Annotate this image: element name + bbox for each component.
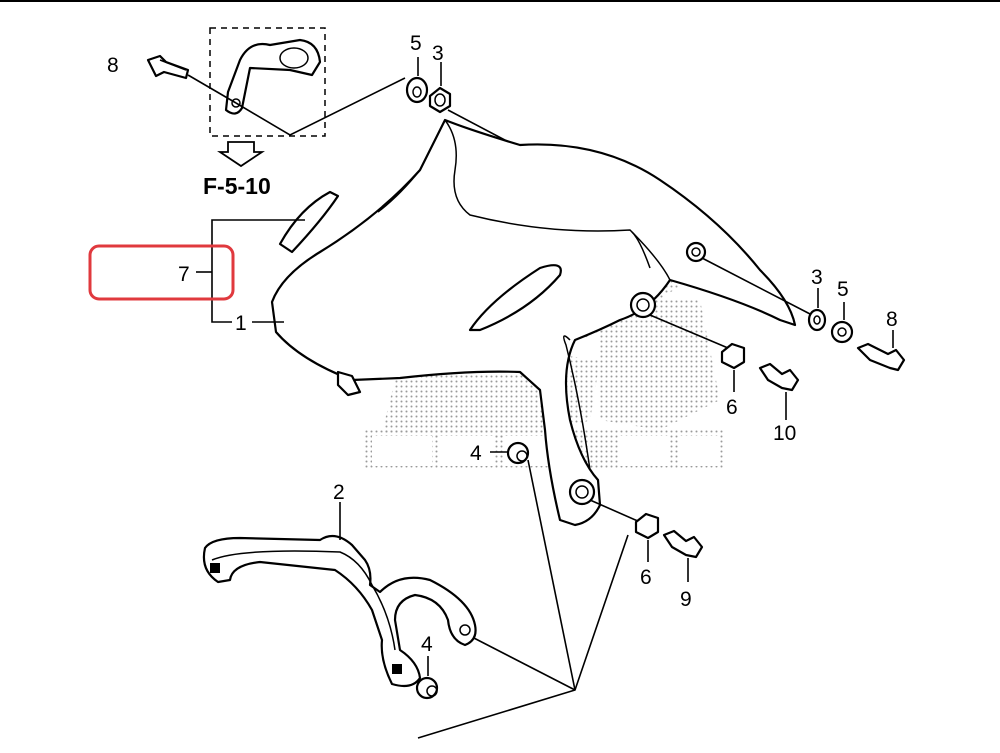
top-fastener-group [405, 57, 521, 149]
callout-7: 7 [178, 263, 190, 286]
collar-bolt-10-group [720, 342, 800, 420]
grommet-5-right [830, 320, 854, 344]
nut-3-upper [428, 86, 452, 114]
grommet-5-upper [405, 76, 429, 104]
front-fender-part-1 [270, 118, 797, 527]
fender-tab [336, 370, 362, 397]
callout-5-upper: 5 [410, 32, 422, 55]
callout-1: 1 [235, 312, 247, 335]
callout-4-lower: 4 [421, 633, 433, 656]
clip-4-lower [415, 656, 439, 700]
collar-bolt-9-group [634, 512, 704, 582]
callout-10: 10 [773, 422, 796, 445]
fender-leader-lines [417, 257, 813, 739]
callout-2: 2 [333, 481, 345, 504]
callout-5-right: 5 [837, 278, 849, 301]
callout-6-upper: 6 [726, 396, 738, 419]
callout-bracket-1-7 [196, 219, 305, 323]
callout-8-upper: 8 [107, 54, 119, 77]
detail-dashed-box [209, 27, 326, 137]
bolt-8-right [856, 342, 906, 372]
bolt-9 [662, 529, 704, 559]
honda-watermark-logo [365, 430, 725, 470]
fender-vent-slot [468, 264, 562, 332]
callout-9: 9 [680, 588, 692, 611]
arrow-down-icon [217, 141, 265, 168]
bolt-10 [758, 362, 800, 392]
callout-6-lower: 6 [640, 566, 652, 589]
right-fastener-group [807, 288, 906, 372]
callout-3-upper: 3 [432, 42, 444, 65]
collar-6-lower [634, 512, 660, 540]
collar-6-upper [720, 342, 746, 370]
decal-7 [278, 190, 340, 254]
section-reference-label: F-5-10 [203, 173, 271, 199]
callout-4-middle: 4 [470, 442, 482, 465]
bracket-detail-group [146, 27, 406, 168]
callout-3-right: 3 [811, 266, 823, 289]
highlight-box [88, 244, 235, 301]
clip-4-middle [490, 441, 530, 465]
nut-3-right [807, 308, 827, 332]
bolt-8-upper [146, 54, 190, 80]
fender-bracket-part-2 [202, 502, 477, 688]
wire-clamp-bracket [224, 38, 322, 115]
callout-8-right: 8 [886, 308, 898, 331]
